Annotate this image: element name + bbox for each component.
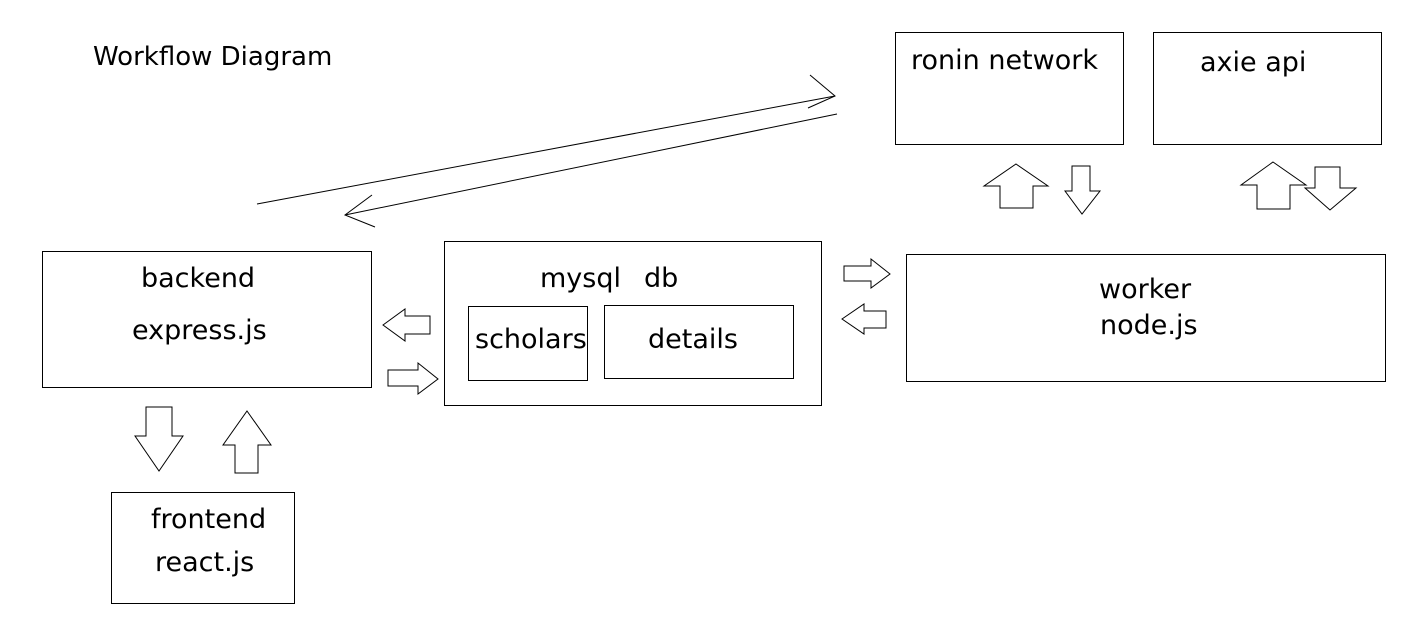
frontend-to-backend-arrow-icon: [222, 410, 272, 474]
worker-to-axie-up-arrow-icon: [1239, 161, 1308, 210]
worker-title: worker: [1099, 274, 1192, 305]
frontend-box: [111, 492, 295, 604]
mysql-title: mysql: [540, 263, 621, 294]
diagram-title: Workflow Diagram: [93, 42, 333, 72]
ronin-network-box: [895, 32, 1124, 145]
axie-to-worker-down-arrow-icon: [1303, 166, 1358, 211]
backend-to-frontend-arrow-icon: [134, 406, 184, 472]
worker-to-mysql-arrow-icon: [841, 303, 887, 335]
details-table-box: [604, 305, 794, 379]
mysql-to-backend-arrow-icon: [382, 308, 431, 342]
backend-to-mysql-arrow-icon: [387, 361, 439, 395]
mysql-to-worker-arrow-icon: [843, 257, 891, 289]
backend-box: [42, 251, 372, 388]
scholars-table-box: [468, 306, 588, 381]
axie-api-box: [1153, 32, 1382, 145]
backend-subtitle: express.js: [132, 315, 267, 346]
ronin-to-worker-down-arrow-icon: [1064, 165, 1102, 215]
db-title: db: [644, 263, 679, 294]
details-table-label: details: [648, 324, 738, 355]
worker-box: [906, 254, 1386, 382]
backend-to-ronin-arrow-icon: [256, 95, 836, 205]
worker-to-ronin-up-arrow-icon: [982, 163, 1050, 209]
ronin-to-backend-arrowhead-icon: [343, 194, 376, 228]
frontend-title: frontend: [151, 504, 267, 535]
scholars-table-label: scholars: [475, 324, 587, 355]
worker-subtitle: node.js: [1100, 310, 1198, 341]
mysql-db-box: [444, 241, 822, 406]
backend-to-ronin-arrowhead-icon: [807, 74, 836, 109]
frontend-subtitle: react.js: [155, 547, 255, 578]
ronin-to-backend-arrow-icon: [344, 113, 838, 216]
ronin-network-label: ronin network: [911, 45, 1098, 76]
backend-title: backend: [141, 263, 256, 294]
axie-api-label: axie api: [1200, 47, 1307, 78]
